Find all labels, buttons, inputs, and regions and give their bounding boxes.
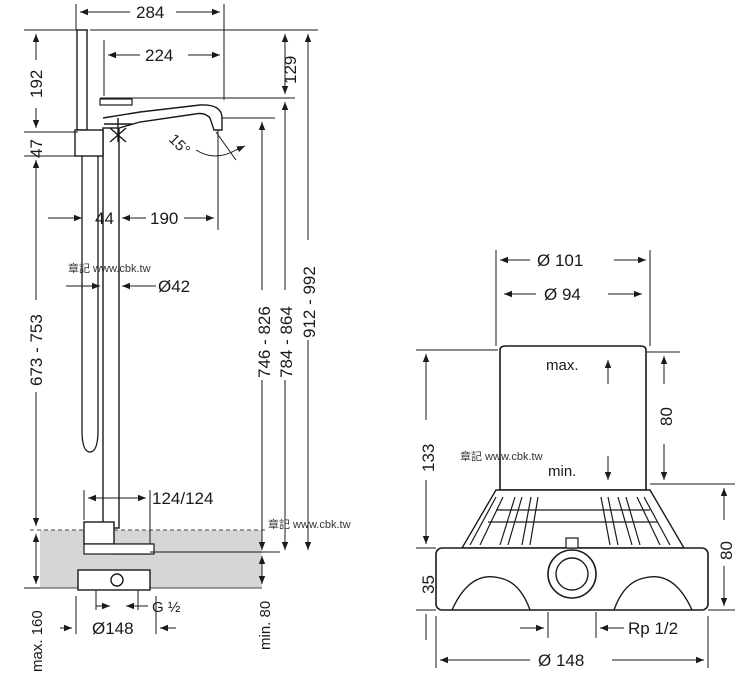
dim-min-80: min. 80 [257,601,274,650]
dim-d94: Ø 94 [544,285,581,304]
dim-133: 133 [419,444,438,472]
cross-handle [104,118,132,143]
dim-44: 44 [95,209,114,228]
dim-224: 224 [145,46,173,65]
dim-673-753: 673 - 753 [27,314,46,386]
dim-g12: G ½ [152,599,181,616]
dim-d148-left: Ø148 [92,619,134,638]
dim-124: 124/124 [152,489,213,508]
hand-shower [76,29,88,131]
left-view: 15° 284 224 192 47 673 - 753 [24,3,351,672]
dim-80-upper: 80 [657,407,676,426]
label-min: min. [548,463,576,480]
dim-80-lower: 80 [717,541,736,560]
lever [99,98,133,106]
sleeve [499,345,647,491]
dim-284: 284 [136,3,164,22]
dim-d42: Ø42 [158,277,190,296]
dim-rp12: Rp 1/2 [628,619,678,638]
dim-912-992: 912 - 992 [300,266,319,338]
dim-47: 47 [27,139,46,158]
dim-d148-right: Ø 148 [538,651,584,670]
shower-holder [74,129,104,157]
column-base [83,521,115,545]
floor-section [40,530,262,588]
dim-d101: Ø 101 [537,251,583,270]
label-max: max. [546,357,579,374]
watermark-right: 章記 www.cbk.tw [460,449,543,463]
dim-190: 190 [150,209,178,228]
watermark-left: 章記 www.cbk.tw [68,261,151,275]
watermark-mid: 章記 www.cbk.tw [268,517,351,531]
faucet-column [102,127,120,529]
dim-max-160: max. 160 [29,610,46,672]
dim-746-826: 746 - 826 [255,306,274,378]
right-view: Ø 101 Ø 94 max. min. 80 133 35 80 [416,250,736,670]
dim-784-864: 784 - 864 [277,306,296,378]
dim-35: 35 [419,575,438,594]
spout [102,104,223,131]
shower-hose [81,156,99,453]
angle-label: 15° [165,131,193,159]
dim-192: 192 [27,70,46,98]
dim-129: 129 [281,56,300,84]
